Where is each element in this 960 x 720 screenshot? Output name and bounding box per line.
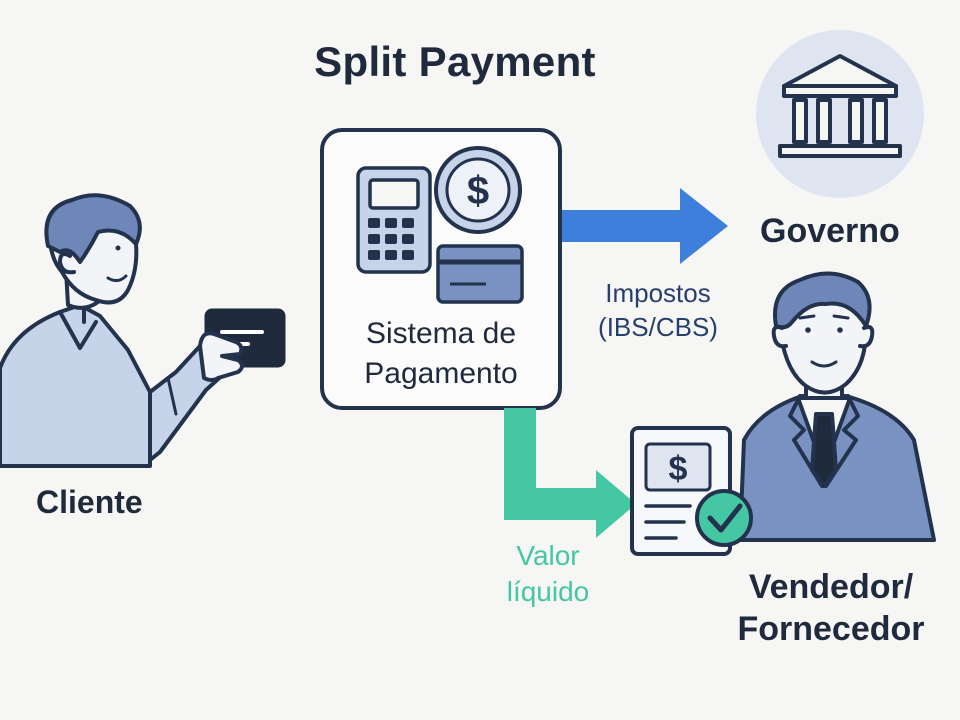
vendedor-label-line1: Vendedor/ [748,568,914,606]
cliente-label: Cliente [36,484,143,520]
diagram-title: Split Payment [314,38,596,85]
net-value-arrow [504,408,636,538]
payment-terminal-icon [356,166,432,274]
tax-flow-label-line1: Impostos [605,278,711,308]
invoice-dollar-sign: $ [669,450,688,488]
net-value-label: Valor líquido [478,538,618,610]
payment-system-label: Sistema de Pagamento [322,314,560,394]
net-value-label-line2: líquido [506,576,590,607]
tax-arrow [562,188,728,264]
tax-flow-label: Impostos (IBS/CBS) [578,276,738,344]
governo-label: Governo [760,212,900,250]
net-value-label-line1: Valor [516,540,580,571]
hand-icon [198,331,244,382]
check-icon [695,489,753,547]
vendedor-label-line2: Fornecedor [737,610,925,648]
businessman-icon [738,271,936,542]
payment-system-label-line2: Pagamento [364,357,518,390]
payment-system-label-line1: Sistema de [365,317,517,350]
dollar-sign: $ [467,169,489,213]
vendedor-label: Vendedor/ Fornecedor [716,566,946,650]
dollar-coin-icon: $ [434,146,522,234]
bank-card-icon [436,244,524,304]
person-icon [0,193,228,468]
government-building-icon [756,30,924,198]
tax-flow-label-line2: (IBS/CBS) [598,312,718,342]
